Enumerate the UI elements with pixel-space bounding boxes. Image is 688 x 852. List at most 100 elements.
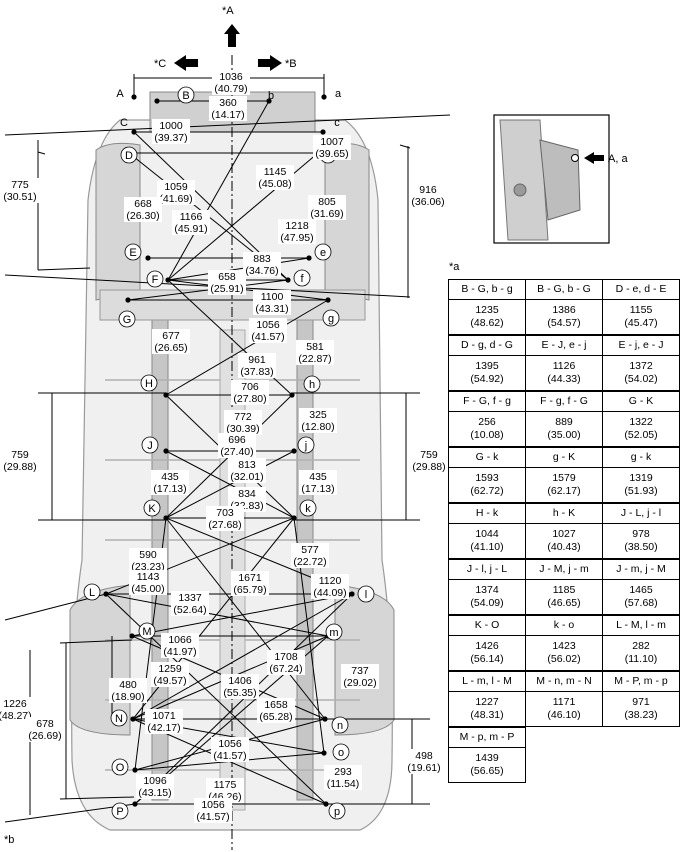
point-p-bubble	[328, 802, 346, 820]
label-bg	[224, 410, 262, 435]
point-F-marker	[165, 277, 171, 283]
measurement-inch: (39.65)	[315, 148, 348, 160]
measurement-mm: 325	[309, 409, 327, 421]
measurement-mm: 1036	[219, 71, 243, 83]
measurement-inch: (29.88)	[3, 461, 36, 473]
point-F-bubble	[146, 270, 164, 288]
table-value-inch: (45.47)	[624, 317, 658, 329]
measurement-1066-label: 1066(41.97)	[161, 633, 199, 658]
measurement-inch: (26.69)	[28, 730, 61, 742]
measurement-1036-label: 1036(40.79)	[212, 70, 250, 95]
measurement-inch: (55.35)	[223, 687, 256, 699]
measurement-883-label: 883(34.76)	[243, 252, 281, 277]
point-G-bubble	[118, 310, 136, 328]
measurement-678-label: 678(26.69)	[26, 717, 64, 742]
table-value-mm: 1579	[552, 472, 576, 484]
point-C-marker	[131, 129, 137, 135]
table-pair-label: J - l, j - L	[448, 559, 526, 580]
point-G-label: G	[123, 314, 132, 326]
table-value-mm: 1044	[475, 528, 499, 540]
measurement-mm: 677	[162, 330, 180, 342]
table-value-inch: (52.05)	[624, 429, 658, 441]
point-h-marker	[289, 392, 295, 398]
measurement-mm: 1056	[201, 799, 225, 811]
measurement-mm: 813	[238, 459, 256, 471]
point-B-marker	[154, 98, 160, 104]
table-value-inch: (57.68)	[624, 597, 658, 609]
label-bg	[109, 678, 147, 703]
table-value-inch: (56.65)	[470, 765, 504, 777]
measurement-1059-label: 1059(41.69)	[157, 180, 195, 205]
table-value-inch: (38.23)	[624, 709, 658, 721]
table-pair-value: 1235(48.62)	[448, 299, 526, 335]
measurement-1218-label: 1218(47.95)	[278, 219, 316, 244]
measurement-759-label: 759(29.88)	[410, 448, 448, 473]
measurement-737-label: 737(29.02)	[341, 664, 379, 689]
detail-inset: A, a	[493, 114, 628, 244]
table-value-inch: (62.72)	[470, 485, 504, 497]
right-rear-wheel-well	[334, 584, 395, 736]
label-bg	[410, 448, 448, 473]
point-m-label: m	[329, 627, 338, 639]
label-bg	[253, 290, 291, 315]
measurement-1120-label: 1120(44.09)	[311, 574, 349, 599]
measurement-813-label: 813(32.01)	[228, 458, 266, 483]
table-pair-label: M - n, m - N	[525, 671, 603, 692]
label-bg	[151, 470, 189, 495]
reference-line	[4, 114, 451, 136]
table-pair-value: 1374(54.09)	[448, 579, 526, 615]
measurement-inch: (65.79)	[233, 584, 266, 596]
measurement-inch: (26.65)	[154, 342, 187, 354]
measurement-line	[165, 299, 329, 396]
point-L-label: L	[89, 587, 95, 599]
table-pair-value: 971(38.23)	[602, 691, 680, 727]
table-pair-value: 978(38.50)	[602, 523, 680, 559]
measurement-mm: 678	[36, 718, 54, 730]
measurement-mm: 581	[306, 341, 324, 353]
table-value-inch: (38.50)	[624, 541, 658, 553]
label-bg	[291, 543, 329, 568]
measurement-mm: 961	[248, 354, 266, 366]
measurement-581-label: 581(22.87)	[296, 340, 334, 365]
measurement-inch: (27.40)	[220, 446, 253, 458]
measurement-1226-label: 1226(48.27)	[0, 697, 34, 722]
measurement-mm: 1059	[164, 181, 188, 193]
point-D-bubble	[120, 146, 138, 164]
point-j-bubble	[297, 436, 315, 454]
measurement-706-label: 706(27.80)	[231, 380, 269, 405]
measurement-mm: 1096	[143, 775, 167, 787]
measurement-mm: 696	[228, 434, 246, 446]
point-e-label: e	[320, 247, 326, 259]
reference-line	[4, 274, 411, 298]
measurement-inch: (65.28)	[259, 711, 292, 723]
point-K-bubble	[143, 499, 161, 517]
point-A-marker	[131, 94, 137, 100]
measurement-1056-label: 1056(41.57)	[211, 737, 249, 762]
point-g-bubble	[322, 309, 340, 327]
measurement-mm: 1143	[137, 571, 160, 583]
direction-c-label: *C	[154, 58, 166, 70]
measurement-inch: (25.91)	[210, 283, 243, 295]
measurement-mm: 577	[301, 544, 319, 556]
measurement-1259-label: 1259(49.57)	[151, 662, 189, 687]
point-o-bubble	[332, 743, 350, 761]
label-bg	[209, 96, 247, 121]
measurement-916-label: 916(36.06)	[409, 183, 447, 208]
measurement-inch: (40.79)	[214, 83, 247, 95]
measurement-inch: (67.24)	[269, 663, 302, 675]
measurement-mm: 883	[253, 253, 271, 265]
reference-line	[37, 151, 46, 155]
measurement-mm: 1406	[228, 675, 252, 687]
point-K-label: K	[148, 503, 156, 515]
measurement-inch: (44.09)	[313, 587, 346, 599]
label-bg	[129, 548, 167, 573]
label-bg	[311, 574, 349, 599]
label-bg	[1, 178, 39, 203]
measurement-1096-label: 1096(43.15)	[136, 774, 174, 799]
table-value-inch: (56.02)	[547, 653, 581, 665]
table-pair-value: 1227(48.31)	[448, 691, 526, 727]
point-f-marker	[285, 277, 291, 283]
